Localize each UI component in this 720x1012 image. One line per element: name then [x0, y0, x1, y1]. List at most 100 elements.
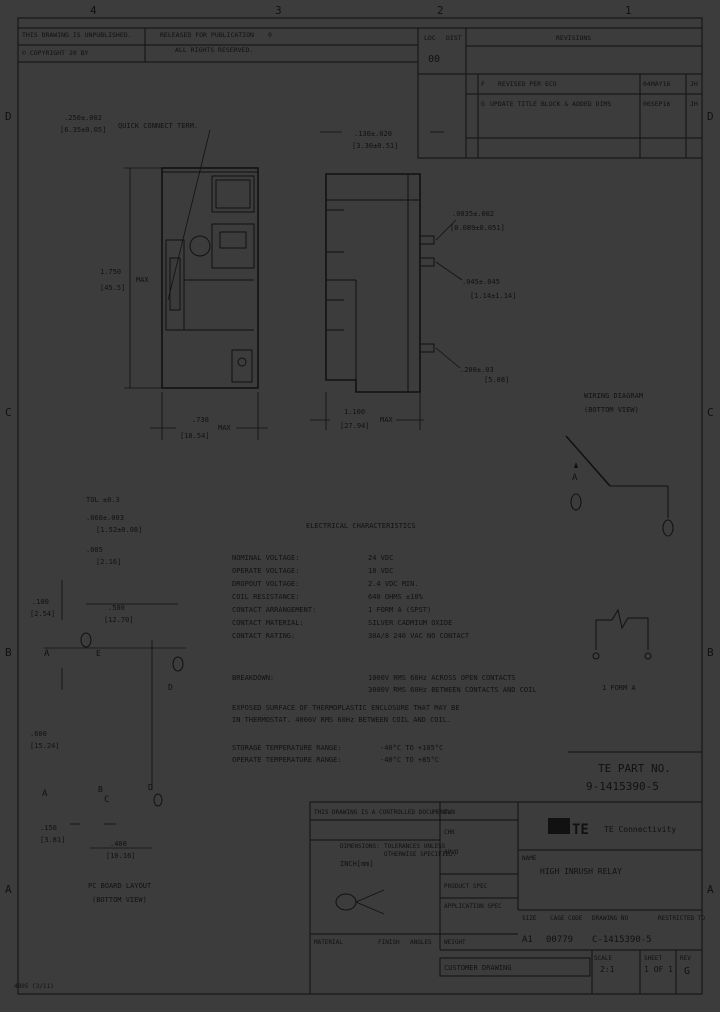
electrical-row-value: 1 FORM A (SPST) [368, 606, 431, 614]
exposed-surface-note: EXPOSED SURFACE OF THERMOPLASTIC ENCLOSU… [232, 704, 460, 712]
company-name: TE Connectivity [604, 825, 676, 834]
zone-top-3: 3 [275, 4, 282, 17]
rights-note: ALL RIGHTS RESERVED. [175, 46, 253, 54]
hole-label-c: C [104, 795, 109, 805]
application-spec-label: APPLICATION SPEC [444, 903, 502, 910]
drawing-number-label: DRAWING NO [592, 915, 629, 922]
hole-dim-100-mm: [2.54] [30, 610, 55, 618]
revisions-table: LOC DIST 00 REVISIONS F REVISED PER ECO … [417, 27, 703, 159]
sheet-label: SHEET [644, 955, 662, 962]
relay-side-view [325, 173, 435, 393]
height-dim-max: MAX [136, 276, 149, 284]
zone-left-a: A [5, 883, 12, 896]
finish-label: FINISH [378, 939, 400, 946]
electrical-row-value: 18 VDC [368, 567, 393, 575]
zone-left-d: D [5, 110, 12, 123]
thermostat-note: IN THERMOSTAT. 4000V RMS 60Hz BETWEEN CO… [232, 716, 451, 724]
front-view-dimensions: .250±.002 [6.35±0.05] QUICK CONNECT TERM… [60, 114, 268, 440]
tolerances-label: TOLERANCES UNLESS [384, 843, 446, 850]
rev-label: REV [680, 955, 691, 962]
height-dim: 1.750 [100, 268, 121, 276]
electrical-row-value: 30A/8 240 VAC NO CONTACT [368, 632, 470, 640]
electrical-row-value: 24 VDC [368, 554, 393, 562]
electrical-title: ELECTRICAL CHARACTERISTICS [306, 522, 416, 530]
pin-dim-3-mm: [5.08] [484, 376, 509, 384]
hole-dim-100: .100 [32, 598, 49, 606]
drawing-number-value: C-1415390-5 [592, 935, 652, 945]
scale-value: 2:1 [600, 965, 615, 974]
pin-dim-2: .045±.045 [462, 278, 500, 286]
hole-dim-400: .400 [110, 840, 127, 848]
electrical-row-label: OPERATE VOLTAGE: [232, 567, 299, 575]
electrical-characteristics: ELECTRICAL CHARACTERISTICS NOMINAL VOLTA… [232, 522, 537, 764]
release-number: 0 [268, 31, 272, 39]
pin-dim-2-mm: [1.14±1.14] [470, 292, 516, 300]
electrical-row-value: 2.4 VDC MIN. [368, 580, 419, 588]
weight-label: WEIGHT [444, 939, 466, 946]
approve-label: APVD [444, 849, 459, 856]
side-view-dimensions: .130±.020 [3.30±0.51] .0035±.002 [0.089±… [310, 130, 516, 430]
controlled-document-note: THIS DRAWING IS A CONTROLLED DOCUMENT. [314, 809, 451, 816]
hole-label-d-bottom: D [148, 783, 153, 792]
zone-markers: 4 3 2 1 D C B A D C B A [5, 4, 714, 896]
hole-tolerance: TOL ±0.3 [86, 496, 120, 504]
copyright-header: THIS DRAWING IS UNPUBLISHED. © COPYRIGHT… [17, 27, 419, 63]
depth-dim: 1.100 [344, 408, 365, 416]
wiring-diagram-title: WIRING DIAGRAM [584, 392, 643, 400]
operate-temp-value: -40°C TO +85°C [380, 756, 439, 764]
rev-row-2-letter: G [481, 100, 485, 108]
units-label: INCH[mm] [340, 860, 374, 868]
storage-temp-label: STORAGE TEMPERATURE RANGE: [232, 744, 342, 752]
hole-dia-2-mm: [2.16] [96, 558, 121, 566]
revisions-title: REVISIONS [556, 34, 591, 42]
size-value: A1 [522, 935, 533, 945]
revisions-loc: LOC [424, 34, 436, 42]
rev-row-2-desc: UPDATE TITLE BLOCK & ADDED DIMS [490, 100, 611, 108]
hole-dia-1-mm: [1.52±0.08] [96, 526, 142, 534]
hole-label-a-top: A [44, 649, 50, 659]
zone-left-b: B [5, 646, 12, 659]
wiring-diagram: WIRING DIAGRAM (BOTTOM VIEW) A 1 FORM A [565, 392, 674, 692]
breakdown-label: BREAKDOWN: [232, 674, 274, 682]
wiring-form: 1 FORM A [602, 684, 637, 692]
hole-dia-1: .060±.003 [86, 514, 124, 522]
hole-dim-600: .600 [30, 730, 47, 738]
rev-row-1-date: 04MAY16 [643, 80, 670, 88]
zone-right-a: A [707, 883, 714, 896]
release-note: RELEASED FOR PUBLICATION [160, 31, 254, 39]
otherwise-label: OTHERWISE SPECIFIED: [384, 851, 456, 858]
hole-label-a: A [42, 789, 48, 799]
check-label: CHK [444, 829, 455, 836]
hole-dim-600-mm: [15.24] [30, 742, 60, 750]
te-logo: TE [572, 822, 589, 838]
term-width-dim: .250±.002 [64, 114, 102, 122]
electrical-row-label: NOMINAL VOLTAGE: [232, 554, 299, 562]
depth-dim-mm: [27.94] [340, 422, 370, 430]
drawn-label: DWN [444, 809, 455, 816]
relay-front-view [161, 129, 259, 389]
size-label: SIZE [522, 915, 537, 922]
width-dim-mm: [18.54] [180, 432, 210, 440]
hole-dim-400-mm: [10.16] [106, 852, 136, 860]
dimensions-label: DIMENSIONS: [340, 843, 380, 850]
drawing-title: HIGH INRUSH RELAY [540, 867, 622, 876]
hole-label-b: B [98, 785, 103, 794]
angles-label: ANGLES [410, 939, 432, 946]
electrical-row-label: COIL RESISTANCE: [232, 593, 299, 601]
zone-top-2: 2 [437, 4, 444, 17]
wiring-terminal-a: A [572, 473, 578, 483]
part-number-label: TE PART NO. [598, 762, 671, 775]
rev-row-1-letter: F [481, 80, 485, 88]
top-dim-mm: [3.30±0.51] [352, 142, 398, 150]
cage-code-value: 00779 [546, 935, 573, 945]
wiring-diagram-subtitle: (BOTTOM VIEW) [584, 406, 639, 414]
width-dim-max: MAX [218, 424, 231, 432]
rev-row-2-date: 06SEP16 [643, 100, 670, 108]
part-number-value: 9-1415390-5 [586, 780, 659, 793]
quick-connect-label: QUICK CONNECT TERM. [118, 122, 198, 130]
hole-dim-150-mm: [3.81] [40, 836, 65, 844]
customer-drawing-label: CUSTOMER DRAWING [444, 964, 511, 972]
pc-board-caption: PC BOARD LAYOUT [88, 882, 152, 890]
revisions-dist-value: 00 [428, 54, 440, 65]
